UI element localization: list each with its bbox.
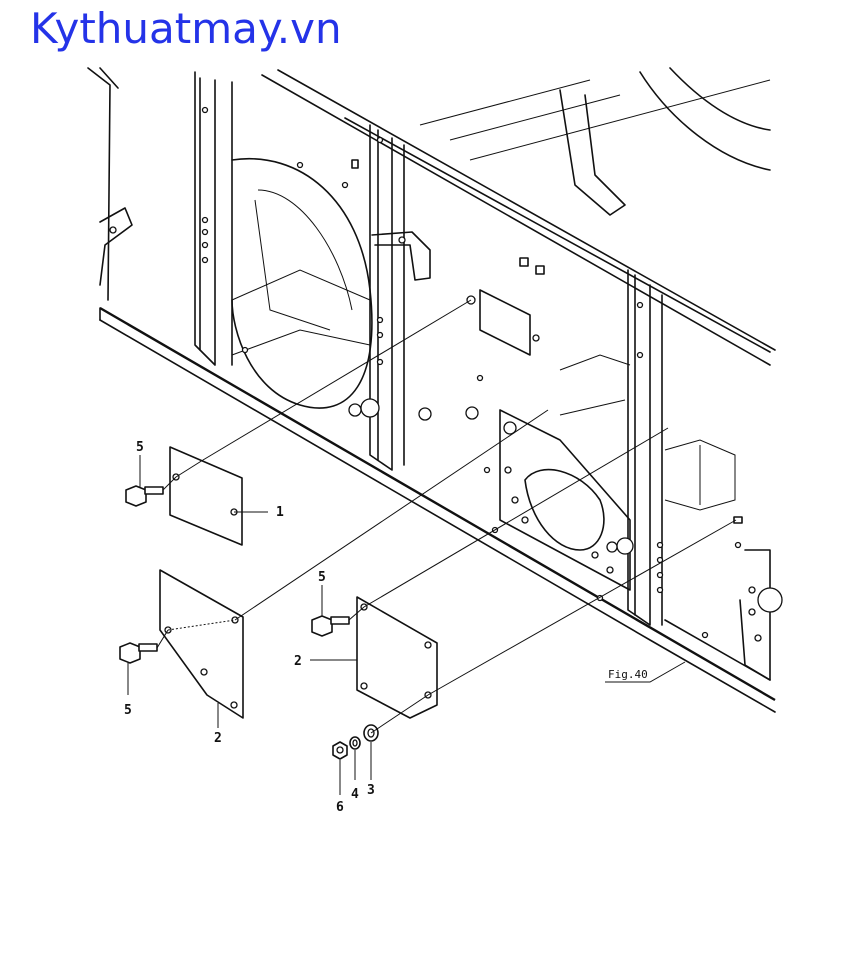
assembly-lines — [156, 299, 737, 734]
bolt-5-upper — [125, 485, 164, 507]
cover-plate-2-left — [159, 569, 244, 719]
figure-reference: Fig.40 — [608, 668, 648, 681]
callout-5-upper: 5 — [136, 440, 144, 455]
bolt-5-right — [311, 615, 350, 637]
cover-plate-2-right — [356, 596, 438, 719]
nut-6 — [332, 741, 348, 760]
callout-labels: 1 5 5 5 2 2 6 4 3 Fig.40 — [124, 440, 648, 815]
callout-2-left: 2 — [214, 731, 222, 746]
machine-frame — [87, 67, 783, 713]
callout-5-lower: 5 — [124, 703, 132, 718]
spring-washer-4 — [349, 736, 361, 750]
callout-6: 6 — [336, 800, 344, 815]
stud-group — [351, 159, 743, 524]
callout-4: 4 — [351, 787, 359, 802]
callout-1: 1 — [276, 505, 284, 520]
bolt-5-lower — [119, 642, 158, 664]
cover-plate-1 — [169, 446, 243, 546]
callout-2-right: 2 — [294, 654, 302, 669]
site-watermark: Kythuatmay.vn — [30, 4, 342, 53]
callout-3: 3 — [367, 783, 375, 798]
callout-leaders — [127, 455, 686, 795]
callout-5-right: 5 — [318, 570, 326, 585]
